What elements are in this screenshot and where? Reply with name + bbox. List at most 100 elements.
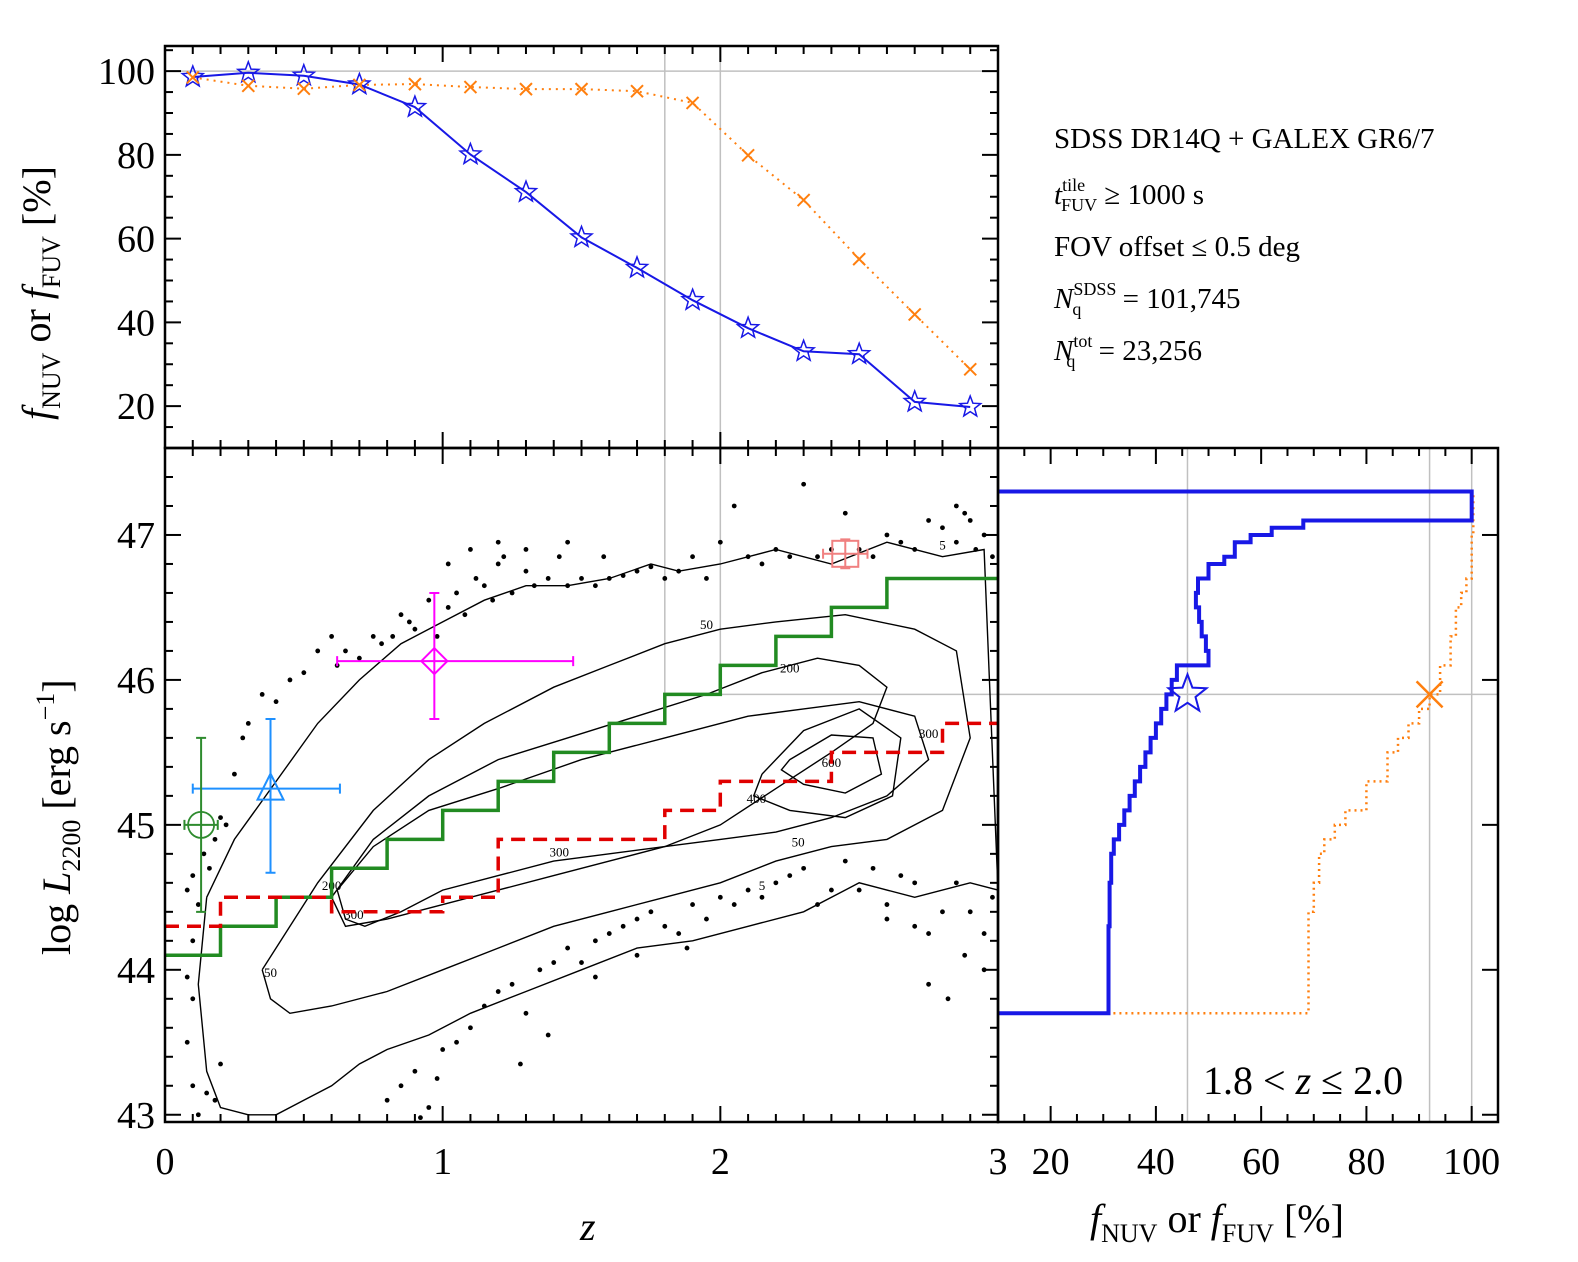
data-point bbox=[787, 554, 793, 560]
data-point bbox=[579, 960, 584, 965]
contour-label: 50 bbox=[792, 835, 805, 850]
data-point bbox=[343, 648, 348, 654]
side-x-tick-label: 60 bbox=[1242, 1141, 1280, 1183]
data-point bbox=[926, 518, 931, 523]
data-point bbox=[745, 887, 751, 893]
data-point bbox=[606, 576, 612, 581]
data-point bbox=[898, 873, 904, 878]
data-point bbox=[884, 902, 890, 907]
data-point bbox=[634, 952, 640, 958]
data-point bbox=[545, 576, 551, 581]
data-point bbox=[967, 909, 973, 915]
contour-label: 5 bbox=[939, 537, 946, 552]
data-point bbox=[537, 967, 543, 973]
data-point bbox=[379, 641, 384, 647]
data-point bbox=[634, 916, 640, 922]
data-point bbox=[218, 1061, 223, 1067]
data-point bbox=[434, 1076, 440, 1081]
contour-300 bbox=[336, 700, 930, 928]
data-point bbox=[273, 699, 279, 705]
data-point bbox=[190, 873, 196, 878]
data-point bbox=[301, 670, 307, 676]
main-y-tick-label: 43 bbox=[117, 1095, 155, 1137]
main-y-tick-label: 44 bbox=[117, 950, 155, 992]
main-y-axis-title: log L2200 [erg s−1] bbox=[31, 679, 86, 955]
data-point bbox=[926, 981, 931, 987]
fuv-x-marker bbox=[463, 80, 478, 94]
data-point bbox=[190, 938, 196, 944]
data-point bbox=[606, 931, 612, 936]
contour-50 bbox=[261, 613, 971, 1015]
data-point bbox=[662, 576, 668, 581]
reference-points bbox=[183, 538, 869, 913]
data-point bbox=[184, 974, 190, 980]
data-point bbox=[495, 561, 501, 567]
data-point bbox=[829, 887, 834, 893]
data-point bbox=[565, 945, 571, 951]
top-panel-frame bbox=[163, 44, 1000, 450]
data-point bbox=[620, 573, 626, 578]
fuv-cumulative-step bbox=[998, 490, 1475, 1015]
main-x-tick-label: 3 bbox=[989, 1141, 1008, 1183]
data-point bbox=[648, 564, 654, 570]
nuv-star-marker bbox=[735, 315, 761, 339]
nuv-star-marker bbox=[846, 341, 872, 365]
step-lines bbox=[165, 489, 1475, 1016]
data-point bbox=[445, 605, 451, 610]
sky-error-bars bbox=[191, 718, 341, 874]
nuv-star-marker bbox=[624, 254, 650, 279]
fuv-x-marker bbox=[741, 148, 755, 163]
contour-label: 300 bbox=[550, 845, 570, 860]
circle-marker bbox=[187, 810, 215, 839]
nuv-star-marker bbox=[902, 388, 928, 413]
data-point bbox=[223, 822, 229, 828]
data-point bbox=[434, 634, 440, 639]
info-line-fov: FOV offset ≤ 0.5 deg bbox=[1054, 231, 1300, 263]
data-point bbox=[426, 597, 432, 603]
data-point bbox=[201, 851, 207, 857]
data-point bbox=[468, 547, 473, 552]
fuv-x-marker bbox=[297, 82, 311, 96]
contour-label: 50 bbox=[700, 617, 713, 632]
fuv-x-marker bbox=[907, 307, 922, 322]
contour-label: 300 bbox=[919, 726, 939, 741]
redshift-bin-label: 1.8 < z ≤ 2.0 bbox=[1203, 1058, 1403, 1103]
data-point bbox=[884, 532, 890, 538]
data-point bbox=[523, 1010, 529, 1016]
nuv-star-marker bbox=[513, 178, 539, 203]
nuv-star-marker bbox=[568, 224, 595, 249]
data-point bbox=[898, 539, 904, 545]
data-point bbox=[592, 583, 598, 589]
data-point bbox=[523, 568, 529, 574]
nuv-star-marker bbox=[346, 71, 372, 96]
contour-label: 50 bbox=[264, 965, 277, 980]
nuv-star-marker bbox=[402, 93, 428, 118]
main-x-tick-label: 0 bbox=[156, 1141, 175, 1183]
data-point bbox=[207, 865, 212, 871]
data-point bbox=[370, 634, 376, 639]
contour-label: 5 bbox=[759, 878, 766, 893]
data-point bbox=[518, 1061, 523, 1067]
data-point bbox=[662, 923, 668, 929]
top-y-tick-label: 20 bbox=[117, 386, 155, 428]
main-y-tick-label: 46 bbox=[117, 660, 155, 702]
data-point bbox=[462, 612, 468, 618]
data-point bbox=[232, 771, 237, 777]
data-point bbox=[509, 981, 515, 987]
data-point bbox=[953, 539, 959, 545]
data-point bbox=[690, 554, 695, 560]
data-point bbox=[579, 576, 584, 581]
data-point bbox=[773, 547, 779, 552]
side-x-tick-label: 40 bbox=[1137, 1141, 1175, 1183]
right-x-axis-title: fNUV or fFUV [%] bbox=[1090, 1196, 1344, 1248]
axis-ticks bbox=[164, 46, 1499, 1122]
data-point bbox=[973, 547, 979, 552]
side-steps bbox=[998, 489, 1475, 1016]
data-point bbox=[190, 996, 196, 1002]
data-point bbox=[962, 952, 968, 958]
data-point bbox=[454, 1039, 459, 1045]
nuv-star-marker bbox=[180, 63, 206, 88]
data-point bbox=[731, 503, 737, 509]
contour-label: 300 bbox=[344, 907, 364, 922]
